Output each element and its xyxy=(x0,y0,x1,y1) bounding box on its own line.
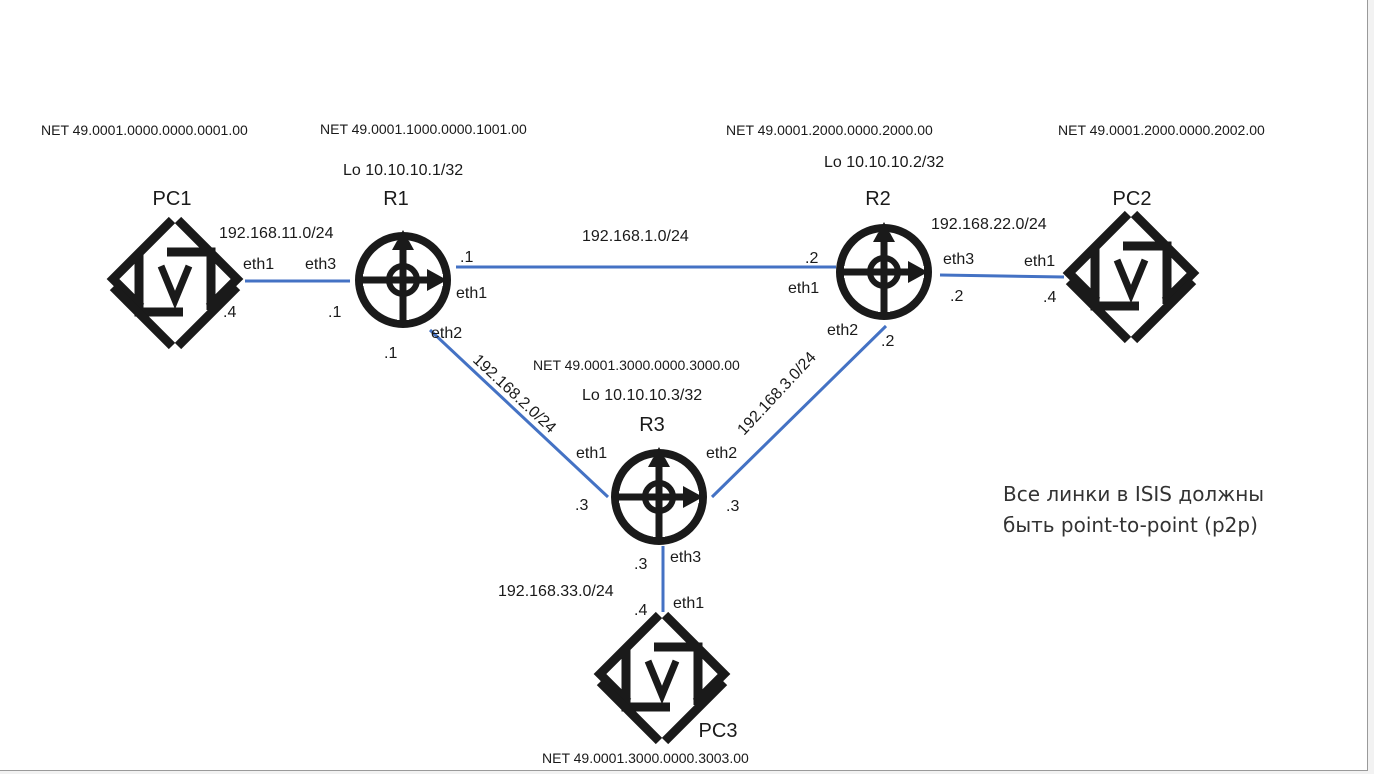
pc3-port-eth1: eth1 xyxy=(673,595,704,612)
r1-loopback-label: Lo 10.10.10.1/32 xyxy=(343,162,463,179)
r3-eth1-host-addr: .3 xyxy=(575,497,588,514)
links xyxy=(245,265,1065,612)
r3-name: R3 xyxy=(639,414,665,436)
subnet-pc1-r1: 192.168.11.0/24 xyxy=(219,225,334,242)
r1-net-label: NET 49.0001.1000.0000.1001.00 xyxy=(320,121,527,137)
r3-net-label: NET 49.0001.3000.0000.3000.00 xyxy=(533,357,740,373)
r1-port-eth2: eth2 xyxy=(431,325,462,342)
r1-eth2-host-addr: .1 xyxy=(384,345,397,362)
p2p-note: Все линки в ISIS должны быть point-to-po… xyxy=(1003,479,1333,541)
canvas-border-bottom xyxy=(0,770,1368,771)
subnet-r3-pc3: 192.168.33.0/24 xyxy=(498,583,614,600)
r1-name: R1 xyxy=(383,188,409,210)
r2-loopback-label: Lo 10.10.10.2/32 xyxy=(824,154,944,171)
link-r1-r3 xyxy=(428,328,610,499)
r2-net-label: NET 49.0001.2000.0000.2000.00 xyxy=(726,122,933,138)
r3-eth2-host-addr: .3 xyxy=(726,498,739,515)
pc2-icon[interactable] xyxy=(1069,214,1193,340)
r3-loopback-label: Lo 10.10.10.3/32 xyxy=(582,387,702,404)
pc1-host-addr: .4 xyxy=(223,304,236,321)
pc3-name: PC3 xyxy=(699,720,738,742)
r2-eth3-host-addr: .2 xyxy=(950,288,963,305)
pc2-name: PC2 xyxy=(1113,188,1152,210)
pc3-net-label: NET 49.0001.3000.0000.3003.00 xyxy=(542,750,749,766)
link-r2-pc2 xyxy=(939,273,1065,279)
r2-port-eth2: eth2 xyxy=(827,322,858,339)
pc2-net-label: NET 49.0001.2000.0000.2002.00 xyxy=(1058,122,1265,138)
r2-port-eth1: eth1 xyxy=(788,280,819,297)
r2-name: R2 xyxy=(865,188,891,210)
r1-port-eth1: eth1 xyxy=(456,285,487,302)
r1-eth1-host-addr: .1 xyxy=(460,249,473,266)
r3-eth3-host-addr: .3 xyxy=(634,556,647,573)
window-frame-bottom xyxy=(0,771,1374,774)
r1-router-icon[interactable] xyxy=(359,230,447,324)
r2-eth2-host-addr: .2 xyxy=(881,333,894,350)
r1-eth3-host-addr: .1 xyxy=(328,304,341,321)
r2-eth1-host-addr: .2 xyxy=(805,250,818,267)
subnet-r1-r2: 192.168.1.0/24 xyxy=(582,228,689,245)
link-r2-r3 xyxy=(710,324,888,499)
pc1-name: PC1 xyxy=(153,188,192,210)
p2p-note-line2: быть point-to-point (p2p) xyxy=(1003,513,1258,537)
pc1-port-eth1: eth1 xyxy=(243,256,274,273)
subnet-r2-pc2: 192.168.22.0/24 xyxy=(931,216,1047,233)
pc3-host-addr: .4 xyxy=(634,602,647,619)
pc1-net-label: NET 49.0001.0000.0000.0001.00 xyxy=(41,122,248,138)
pc2-port-eth1: eth1 xyxy=(1024,253,1055,270)
r3-port-eth2: eth2 xyxy=(706,445,737,462)
p2p-note-line1: Все линки в ISIS должны xyxy=(1003,482,1265,506)
r3-router-icon[interactable] xyxy=(615,447,703,541)
r2-router-icon[interactable] xyxy=(840,222,928,316)
r1-port-eth3: eth3 xyxy=(305,256,336,273)
window-frame-right xyxy=(1368,0,1374,774)
r3-port-eth1: eth1 xyxy=(576,445,607,462)
canvas-border-right xyxy=(1367,0,1368,771)
subnet-r2-r3: 192.168.3.0/24 xyxy=(734,349,819,439)
r2-port-eth3: eth3 xyxy=(943,251,974,268)
pc2-host-addr: .4 xyxy=(1043,289,1056,306)
r3-port-eth3: eth3 xyxy=(670,549,701,566)
